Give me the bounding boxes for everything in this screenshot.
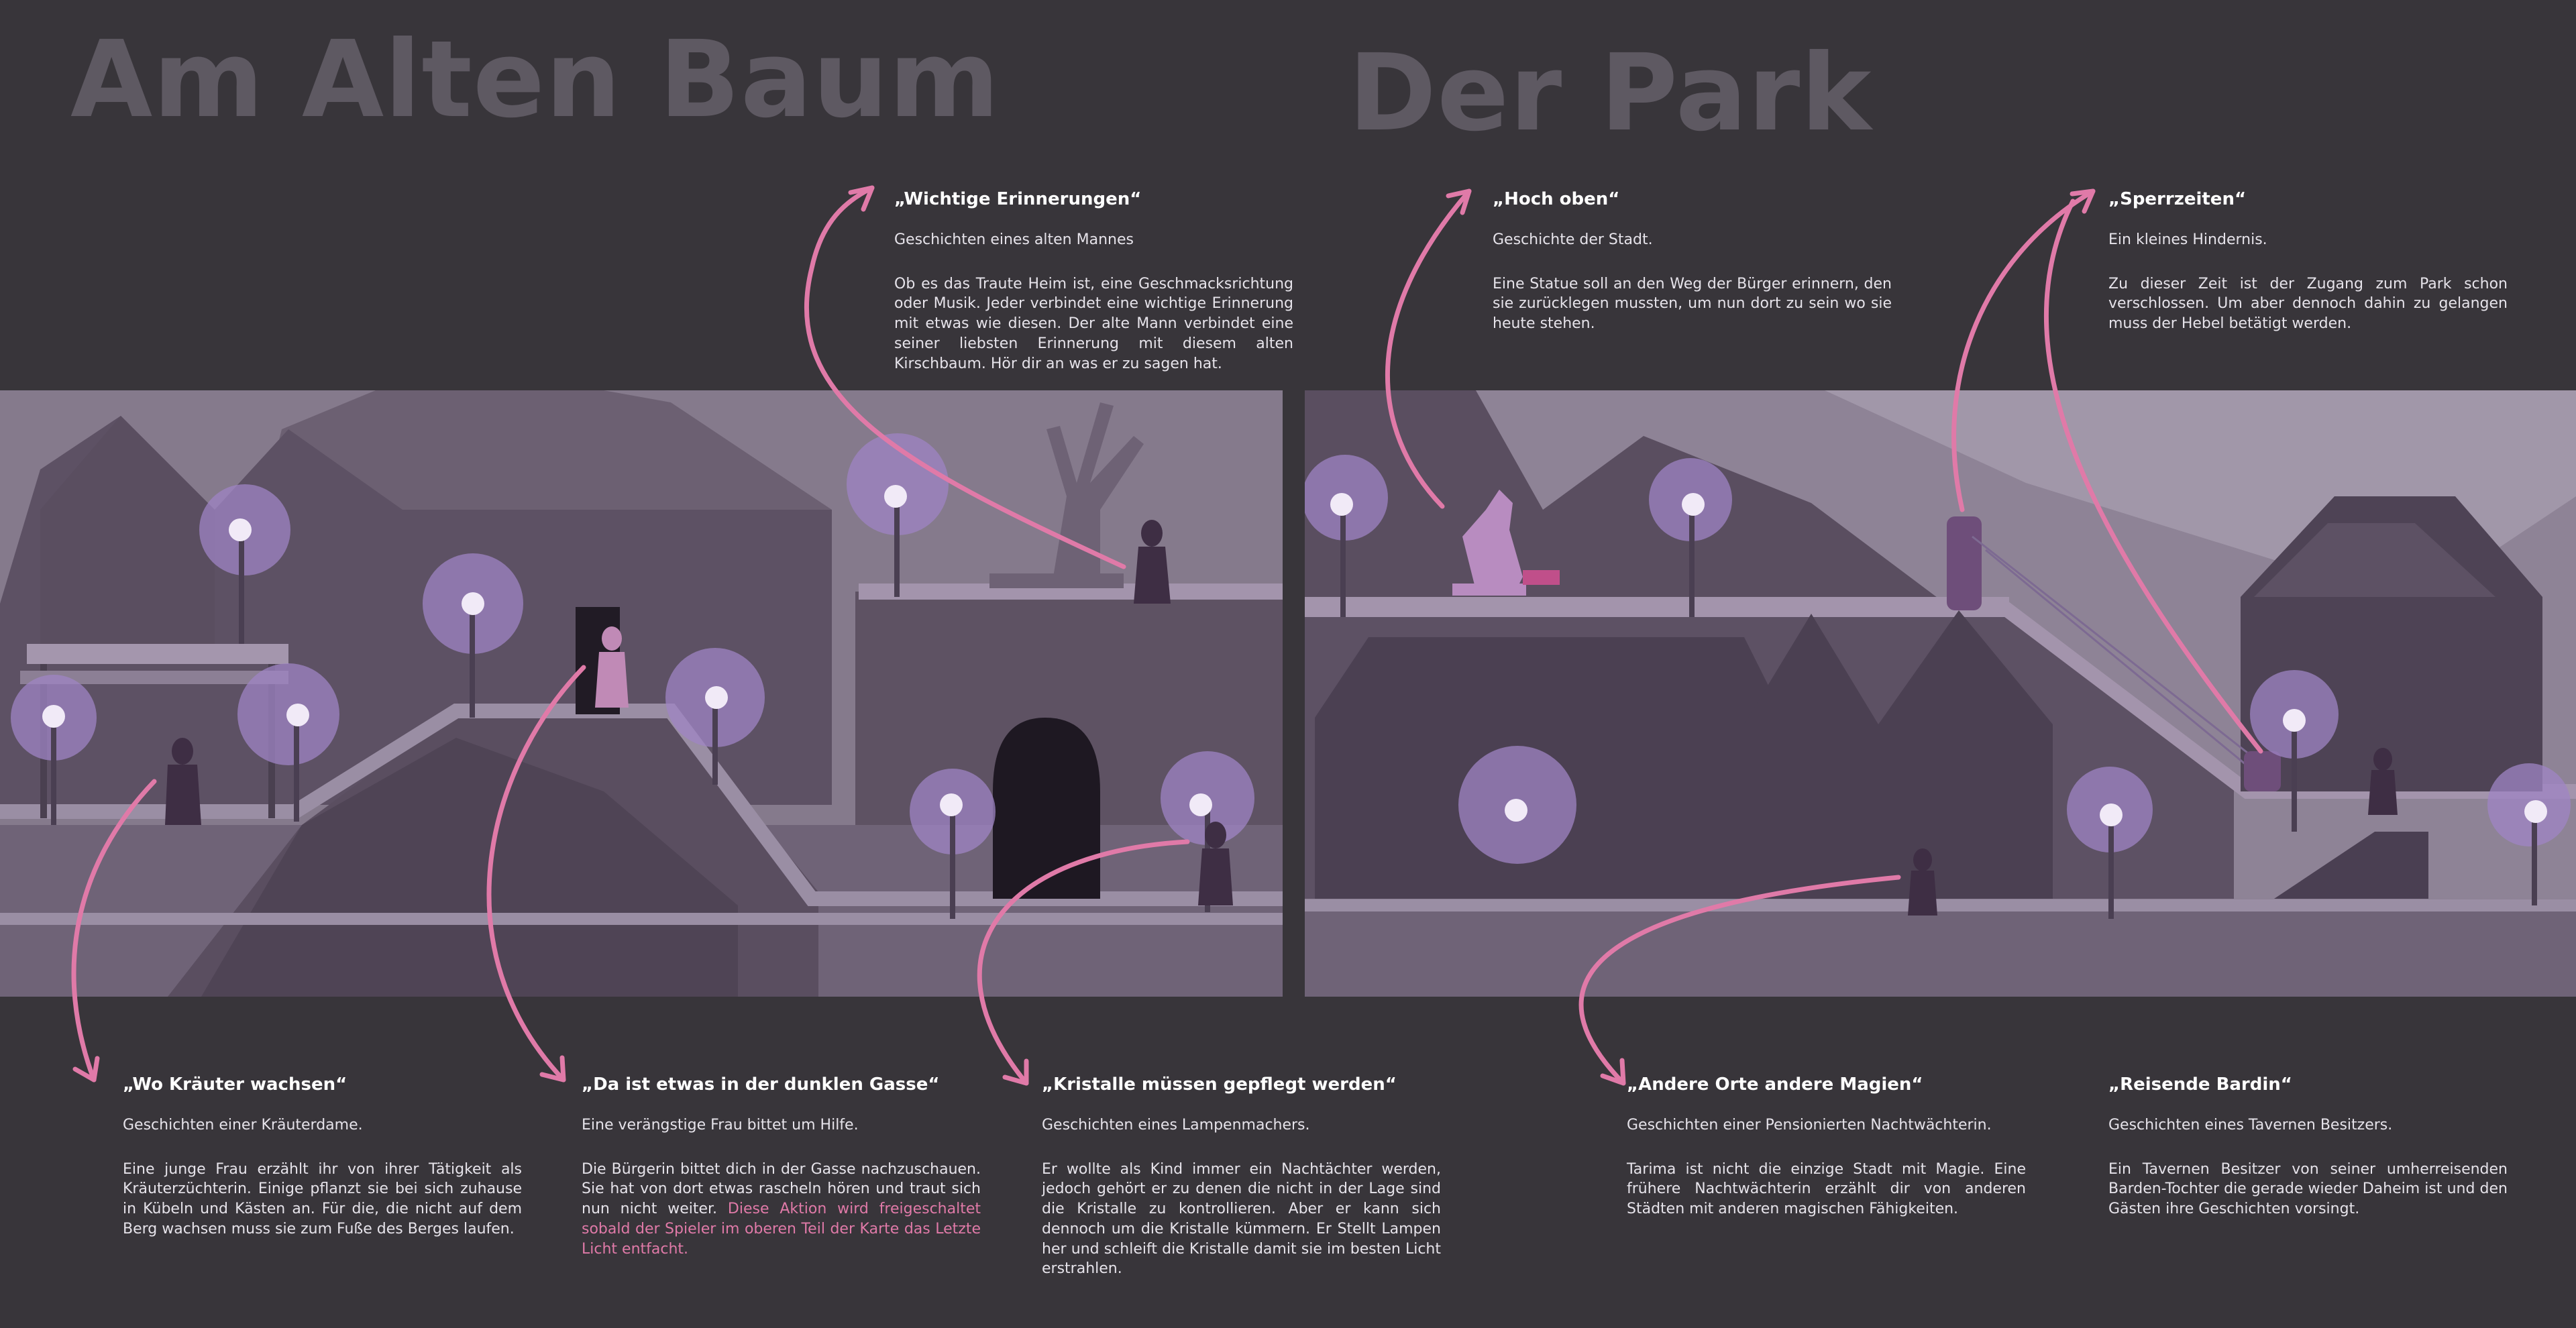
curved-arrow-icon: [1446, 188, 1472, 215]
curved-arrow-icon: [1002, 1058, 1029, 1086]
note-body: Zu dieser Zeit ist der Zugang zum Park s…: [2108, 275, 2508, 333]
curved-arrow-icon: [2070, 188, 2096, 214]
note-body: Ein Tavernen Besitzer von seiner umherre…: [2108, 1160, 2508, 1218]
title-am-alten-baum: Am Alten Baum: [70, 18, 1000, 142]
note-body: Er wollte als Kind immer ein Nachtächter…: [1042, 1160, 1441, 1278]
note-body: Eine junge Frau erzählt ihr von ihrer Tä…: [123, 1160, 522, 1237]
scene-der-park: [1305, 390, 2576, 997]
note-body-text: Die Bürgerin bittet dich in der Gasse na…: [582, 1160, 981, 1218]
curved-arrow-icon: [1600, 1058, 1626, 1086]
note-subtitle: Geschichten eines Tavernen Besitzers.: [2108, 1117, 2393, 1134]
note-subtitle: Geschichten einer Kräuterdame.: [123, 1117, 363, 1134]
note-subtitle: Eine verängstige Frau bittet um Hilfe.: [582, 1117, 859, 1134]
curved-arrow-icon: [2043, 199, 2263, 754]
note-body: Die Bürgerin bittet dich in der Gasse na…: [582, 1160, 981, 1259]
curved-arrow-icon: [486, 665, 586, 1083]
note-title: „Wichtige Erinnerungen“: [894, 189, 1142, 209]
note-body: Ob es das Traute Heim ist, eine Geschmac…: [894, 275, 1293, 372]
note-subtitle: Geschichten eines Lampenmachers.: [1042, 1117, 1310, 1134]
note-title: „Andere Orte andere Magien“: [1627, 1074, 1923, 1095]
note-reisende-bardin: „Reisende Bardin“ Geschichten eines Tave…: [2108, 1073, 2508, 1219]
note-wichtige-erinnerungen: „Wichtige Erinnerungen“ Geschichten eine…: [894, 188, 1293, 374]
curved-arrow-icon: [1385, 188, 1472, 509]
note-unlock-hint: Diese Aktion wird freigeschaltet sobald …: [582, 1201, 981, 1258]
note-sperrzeiten: „Sperrzeiten“ Ein kleines Hindernis. Zu …: [2108, 188, 2508, 334]
note-title: „Da ist etwas in der dunklen Gasse“: [582, 1074, 940, 1095]
curved-arrow-icon: [977, 839, 1190, 1086]
scene-am-alten-baum: [0, 390, 1283, 997]
note-andere-orte: „Andere Orte andere Magien“ Geschichten …: [1627, 1073, 2026, 1219]
curved-arrow-icon: [804, 185, 1126, 569]
note-subtitle: Geschichten einer Pensionierten Nachtwäc…: [1627, 1117, 1992, 1134]
note-kristalle: „Kristalle müssen gepflegt werden“ Gesch…: [1042, 1073, 1441, 1279]
note-subtitle: Geschichten eines alten Mannes: [894, 231, 1134, 249]
curved-arrow-icon: [1951, 188, 2096, 512]
pointer-arrows: [71, 185, 2263, 1086]
title-der-park: Der Park: [1348, 32, 1872, 155]
note-body: Tarima ist nicht die einzige Stadt mit M…: [1627, 1160, 2026, 1218]
note-body: Eine Statue soll an den Weg der Bürger e…: [1493, 275, 1892, 333]
curved-arrow-icon: [848, 185, 875, 212]
note-subtitle: Geschichte der Stadt.: [1493, 231, 1653, 249]
note-wo-kraeuter-wachsen: „Wo Kräuter wachsen“ Geschichten einer K…: [123, 1073, 522, 1239]
curved-arrow-icon: [72, 1056, 100, 1083]
curved-arrow-icon: [1578, 875, 1901, 1086]
note-title: „Wo Kräuter wachsen“: [123, 1074, 347, 1095]
note-title: „Hoch oben“: [1493, 189, 1620, 209]
curved-arrow-icon: [71, 779, 157, 1083]
curved-arrow-icon: [539, 1055, 566, 1083]
note-title: „Sperrzeiten“: [2108, 189, 2247, 209]
note-title: „Reisende Bardin“: [2108, 1074, 2292, 1095]
note-title: „Kristalle müssen gepflegt werden“: [1042, 1074, 1397, 1095]
note-hoch-oben: „Hoch oben“ Geschichte der Stadt. Eine S…: [1493, 188, 1892, 334]
note-subtitle: Ein kleines Hindernis.: [2108, 231, 2267, 249]
note-dunkle-gasse: „Da ist etwas in der dunklen Gasse“ Eine…: [582, 1073, 981, 1259]
